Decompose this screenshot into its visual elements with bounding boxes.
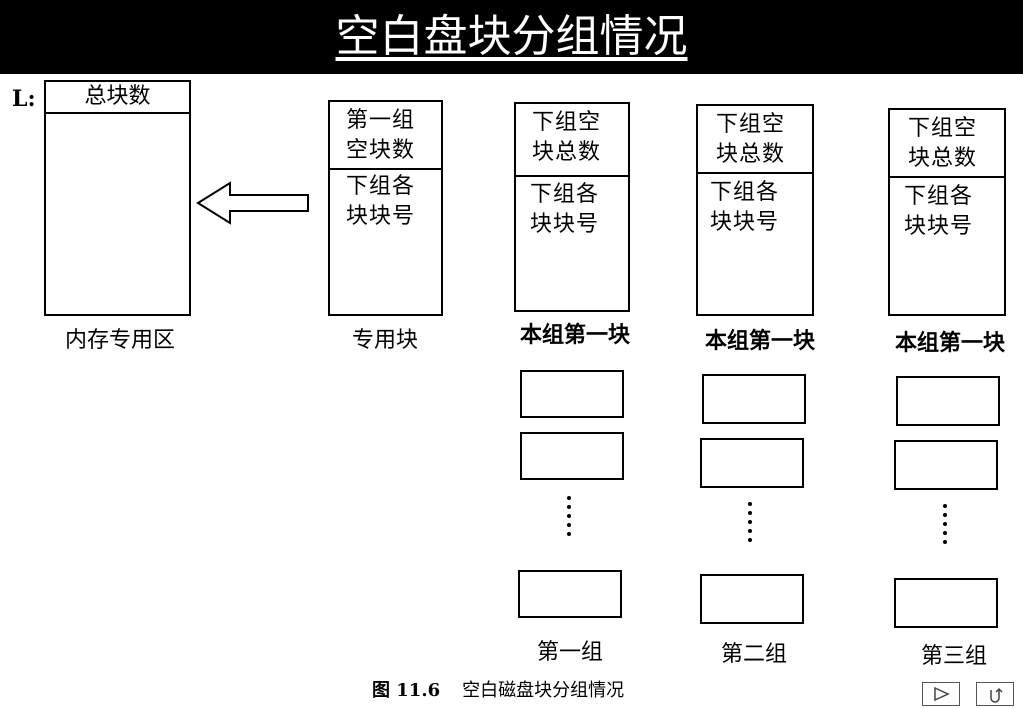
group-2-block-2: [702, 374, 806, 424]
group-1-top-text: 下组空 块总数: [532, 110, 602, 165]
memory-area-header: 总块数: [84, 84, 151, 109]
figure-caption: 图 11.6 空白磁盘块分组情况: [372, 680, 624, 702]
play-next-icon: [934, 686, 950, 702]
page-title: 空白盘块分组情况: [335, 11, 688, 62]
figure-caption-text: 空白磁盘块分组情况: [462, 680, 625, 701]
group-2-first-block-box: [696, 104, 814, 316]
figure-number: 图 11.6: [372, 680, 441, 701]
group-3-bottom-text: 下组各 块块号: [904, 184, 974, 239]
group-1-bottom-text: 下组各 块块号: [530, 182, 600, 237]
group-3-first-block-divider: [888, 176, 1006, 178]
memory-area-divider: [44, 112, 191, 114]
title-bar: 空白盘块分组情况: [0, 0, 1023, 74]
group-1-block-2: [520, 370, 624, 418]
group-2-ellipsis: [748, 502, 754, 547]
group-3-block-3: [894, 440, 998, 490]
group-2-last-block: [700, 574, 804, 624]
group-1-first-block-box: [514, 102, 630, 312]
group-1-first-block-divider: [514, 175, 630, 177]
left-arrow-icon: [196, 181, 309, 225]
dedicated-block-bottom-text: 下组各 块块号: [346, 174, 416, 229]
group-1-block-3: [520, 432, 624, 480]
group-1-label: 第一组: [536, 640, 603, 665]
l-label: L:: [12, 86, 36, 112]
group-3-first-block-label: 本组第一块: [894, 330, 1005, 356]
memory-area-box: [44, 80, 191, 316]
group-2-first-block-label: 本组第一块: [704, 328, 815, 354]
group-2-label: 第二组: [720, 642, 787, 667]
group-1-first-block-label: 本组第一块: [519, 322, 630, 348]
group-2-first-block-divider: [696, 172, 814, 174]
return-icon: [990, 687, 1003, 703]
group-3-block-2: [896, 376, 1000, 426]
group-3-ellipsis: [943, 504, 949, 549]
dedicated-block-top-text: 第一组 空块数: [346, 108, 416, 163]
dedicated-block-box: [328, 100, 443, 316]
group-1-ellipsis: [567, 496, 573, 541]
group-3-label: 第三组: [920, 644, 987, 669]
group-2-bottom-text: 下组各 块块号: [710, 180, 780, 235]
group-2-block-3: [700, 438, 804, 488]
group-1-last-block: [518, 570, 622, 618]
return-button[interactable]: [976, 682, 1014, 706]
next-slide-button[interactable]: [922, 682, 960, 706]
dedicated-block-divider: [328, 168, 443, 170]
dedicated-block-caption: 专用块: [351, 328, 418, 353]
group-2-top-text: 下组空 块总数: [716, 112, 786, 167]
memory-area-caption: 内存专用区: [64, 328, 175, 353]
group-3-first-block-box: [888, 108, 1006, 316]
group-3-top-text: 下组空 块总数: [908, 116, 978, 171]
group-3-last-block: [894, 578, 998, 628]
